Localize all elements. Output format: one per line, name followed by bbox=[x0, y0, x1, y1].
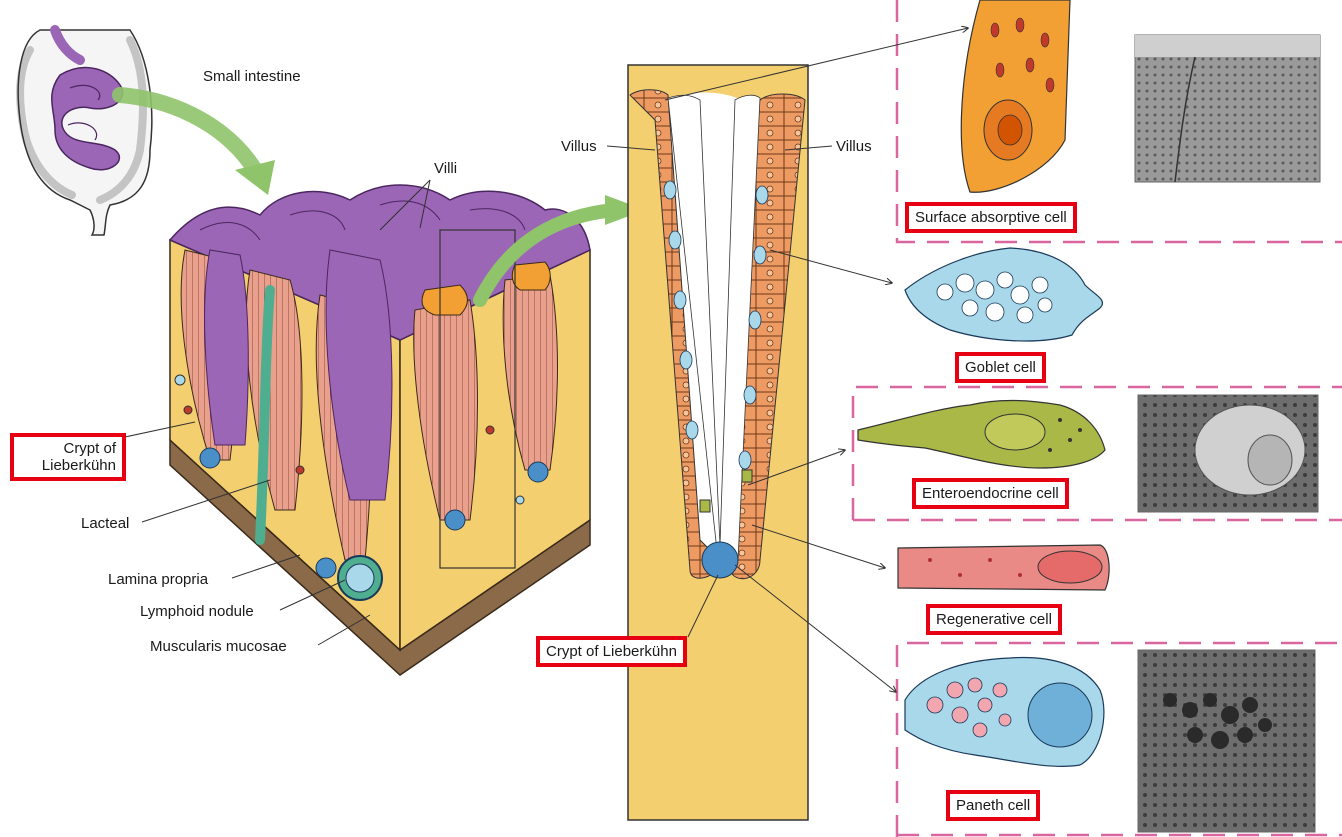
label-crypt-left: Crypt of Lieberkühn bbox=[10, 433, 126, 481]
label-small-intestine: Small intestine bbox=[203, 68, 301, 85]
label-muscularis-mucosae: Muscularis mucosae bbox=[150, 638, 287, 655]
label-villi: Villi bbox=[434, 160, 457, 177]
label-lamina-propria: Lamina propria bbox=[108, 571, 208, 588]
label-lacteal: Lacteal bbox=[81, 515, 129, 532]
regenerative-cell-drawing bbox=[898, 545, 1109, 590]
label-enteroendocrine-cell: Enteroendocrine cell bbox=[912, 478, 1069, 509]
enteroendocrine-cell-drawing bbox=[858, 400, 1105, 468]
label-villus-right: Villus bbox=[836, 138, 872, 155]
label-crypt-center: Crypt of Lieberkühn bbox=[536, 636, 687, 667]
label-goblet-cell: Goblet cell bbox=[955, 352, 1046, 383]
villus-crypt-section bbox=[628, 65, 808, 820]
tissue-block bbox=[170, 185, 590, 675]
small-intestine-overview bbox=[18, 30, 152, 235]
paneth-cell-micrograph bbox=[1138, 650, 1315, 832]
label-regenerative-cell: Regenerative cell bbox=[926, 604, 1062, 635]
surface-absorptive-cell-drawing bbox=[961, 0, 1070, 192]
enteroendocrine-cell-micrograph bbox=[1138, 395, 1318, 512]
paneth-cell-drawing bbox=[905, 657, 1104, 766]
label-surface-absorptive-cell: Surface absorptive cell bbox=[905, 202, 1077, 233]
surface-absorptive-cell-micrograph bbox=[1135, 35, 1320, 182]
label-crypt-left-text: Crypt of Lieberkühn bbox=[42, 440, 116, 474]
goblet-cell-drawing bbox=[905, 248, 1102, 341]
label-paneth-cell: Paneth cell bbox=[946, 790, 1040, 821]
label-lymphoid-nodule: Lymphoid nodule bbox=[140, 603, 254, 620]
label-villus-left: Villus bbox=[561, 138, 597, 155]
